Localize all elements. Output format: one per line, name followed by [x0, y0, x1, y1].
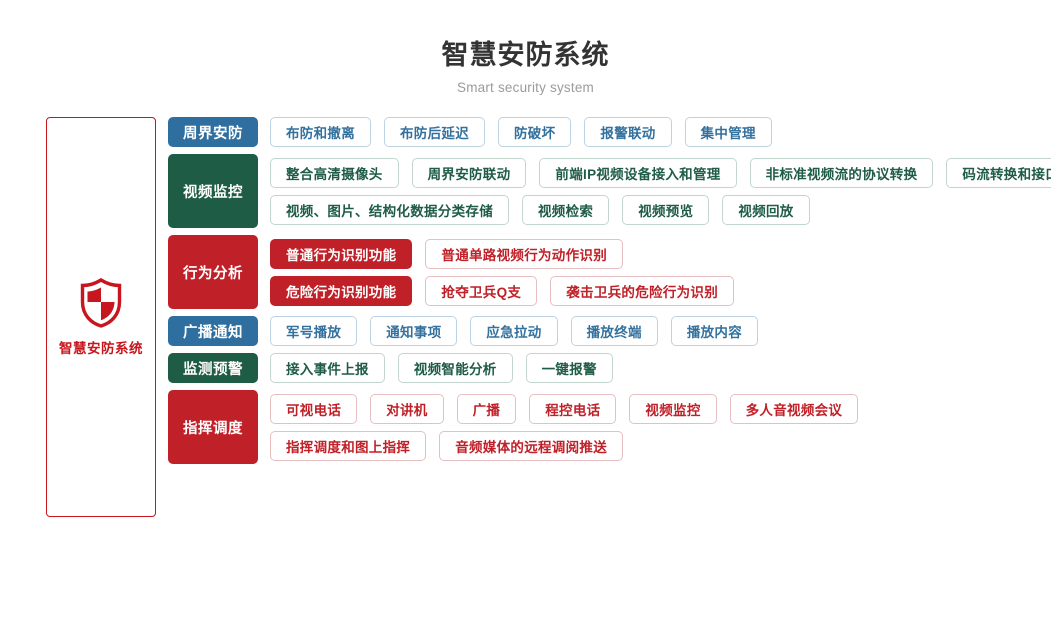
feature-chip[interactable]: 通知事项 — [370, 316, 458, 346]
feature-chip[interactable]: 播放终端 — [570, 316, 658, 346]
feature-chip[interactable]: 布防和撤离 — [270, 117, 371, 147]
feature-chip[interactable]: 周界安防联动 — [411, 157, 527, 188]
feature-chip[interactable]: 程控电话 — [529, 393, 617, 424]
feature-chip[interactable]: 视频检索 — [522, 194, 610, 225]
feature-chip[interactable]: 抢夺卫兵Q支 — [425, 275, 538, 306]
brand-name: 智慧安防系统 — [59, 340, 143, 356]
feature-chip[interactable]: 整合高清摄像头 — [270, 157, 399, 188]
chip-line: 可视电话对讲机广播程控电话视频监控多人音视频会议 — [270, 393, 1051, 424]
chip-group: 接入事件上报视频智能分析一键报警 — [270, 353, 1051, 383]
feature-chip[interactable]: 非标准视频流的协议转换 — [749, 157, 934, 188]
feature-chip[interactable]: 码流转换和接口转换 — [946, 157, 1051, 188]
category-row: 周界安防布防和撤离布防后延迟防破坏报警联动集中管理 — [168, 117, 1051, 147]
category-row: 广播通知军号播放通知事项应急拉动播放终端播放内容 — [168, 316, 1051, 346]
category-rows: 周界安防布防和撤离布防后延迟防破坏报警联动集中管理视频监控整合高清摄像头周界安防… — [168, 117, 1051, 464]
feature-chip[interactable]: 前端IP视频设备接入和管理 — [539, 157, 737, 188]
page-header: 智慧安防系统 Smart security system — [0, 0, 1051, 95]
category-label-2[interactable]: 行为分析 — [168, 235, 258, 309]
chip-line: 军号播放通知事项应急拉动播放终端播放内容 — [270, 316, 1051, 346]
feature-chip[interactable]: 袭击卫兵的危险行为识别 — [550, 275, 735, 306]
category-row: 监测预警接入事件上报视频智能分析一键报警 — [168, 353, 1051, 383]
chip-line: 普通行为识别功能普通单路视频行为动作识别 — [270, 238, 1051, 269]
feature-chip[interactable]: 报警联动 — [584, 117, 672, 147]
chip-group: 军号播放通知事项应急拉动播放终端播放内容 — [270, 316, 1051, 346]
chip-group: 整合高清摄像头周界安防联动前端IP视频设备接入和管理非标准视频流的协议转换码流转… — [270, 154, 1051, 228]
category-label-0[interactable]: 周界安防 — [168, 117, 258, 147]
feature-chip[interactable]: 视频监控 — [629, 393, 717, 424]
feature-chip[interactable]: 多人音视频会议 — [729, 393, 859, 424]
feature-chip[interactable]: 视频回放 — [722, 194, 810, 225]
chip-line: 整合高清摄像头周界安防联动前端IP视频设备接入和管理非标准视频流的协议转换码流转… — [270, 157, 1051, 188]
shield-icon — [79, 277, 123, 328]
page-subtitle: Smart security system — [457, 80, 594, 95]
feature-chip[interactable]: 广播 — [456, 393, 517, 424]
chip-group: 布防和撤离布防后延迟防破坏报警联动集中管理 — [270, 117, 1051, 147]
feature-chip[interactable]: 集中管理 — [684, 117, 772, 147]
chip-group: 普通行为识别功能普通单路视频行为动作识别危险行为识别功能抢夺卫兵Q支袭击卫兵的危… — [270, 235, 1051, 309]
feature-chip[interactable]: 视频智能分析 — [397, 353, 513, 383]
chip-line: 指挥调度和图上指挥音频媒体的远程调阅推送 — [270, 430, 1051, 461]
chip-line: 布防和撤离布防后延迟防破坏报警联动集中管理 — [270, 117, 1051, 147]
chip-group: 可视电话对讲机广播程控电话视频监控多人音视频会议指挥调度和图上指挥音频媒体的远程… — [270, 390, 1051, 464]
category-label-3[interactable]: 广播通知 — [168, 316, 258, 346]
chip-line: 视频、图片、结构化数据分类存储视频检索视频预览视频回放 — [270, 194, 1051, 225]
feature-chip[interactable]: 应急拉动 — [470, 316, 558, 346]
feature-chip[interactable]: 布防后延迟 — [384, 117, 485, 147]
category-label-4[interactable]: 监测预警 — [168, 353, 258, 383]
feature-chip[interactable]: 危险行为识别功能 — [270, 275, 413, 306]
page-title: 智慧安防系统 — [441, 40, 610, 70]
feature-chip[interactable]: 军号播放 — [270, 316, 358, 346]
feature-chip[interactable]: 视频预览 — [622, 194, 710, 225]
brand-panel: 智慧安防系统 — [46, 117, 156, 517]
category-label-1[interactable]: 视频监控 — [168, 154, 258, 228]
category-row: 视频监控整合高清摄像头周界安防联动前端IP视频设备接入和管理非标准视频流的协议转… — [168, 154, 1051, 228]
category-label-5[interactable]: 指挥调度 — [168, 390, 258, 464]
feature-chip[interactable]: 播放内容 — [670, 316, 759, 346]
category-row: 行为分析普通行为识别功能普通单路视频行为动作识别危险行为识别功能抢夺卫兵Q支袭击… — [168, 235, 1051, 309]
feature-chip[interactable]: 视频、图片、结构化数据分类存储 — [270, 194, 509, 225]
feature-chip[interactable]: 一键报警 — [525, 353, 613, 383]
feature-chip[interactable]: 对讲机 — [370, 393, 444, 424]
content-area: 智慧安防系统 周界安防布防和撤离布防后延迟防破坏报警联动集中管理视频监控整合高清… — [0, 117, 1051, 517]
feature-chip[interactable]: 可视电话 — [270, 393, 358, 424]
feature-chip[interactable]: 防破坏 — [498, 117, 572, 147]
feature-chip[interactable]: 音频媒体的远程调阅推送 — [439, 430, 624, 461]
feature-chip[interactable]: 接入事件上报 — [270, 353, 385, 383]
chip-line: 危险行为识别功能抢夺卫兵Q支袭击卫兵的危险行为识别 — [270, 275, 1051, 306]
feature-chip[interactable]: 指挥调度和图上指挥 — [270, 430, 427, 461]
feature-chip[interactable]: 普通行为识别功能 — [270, 238, 413, 269]
category-row: 指挥调度可视电话对讲机广播程控电话视频监控多人音视频会议指挥调度和图上指挥音频媒… — [168, 390, 1051, 464]
chip-line: 接入事件上报视频智能分析一键报警 — [270, 353, 1051, 383]
feature-chip[interactable]: 普通单路视频行为动作识别 — [425, 238, 624, 269]
